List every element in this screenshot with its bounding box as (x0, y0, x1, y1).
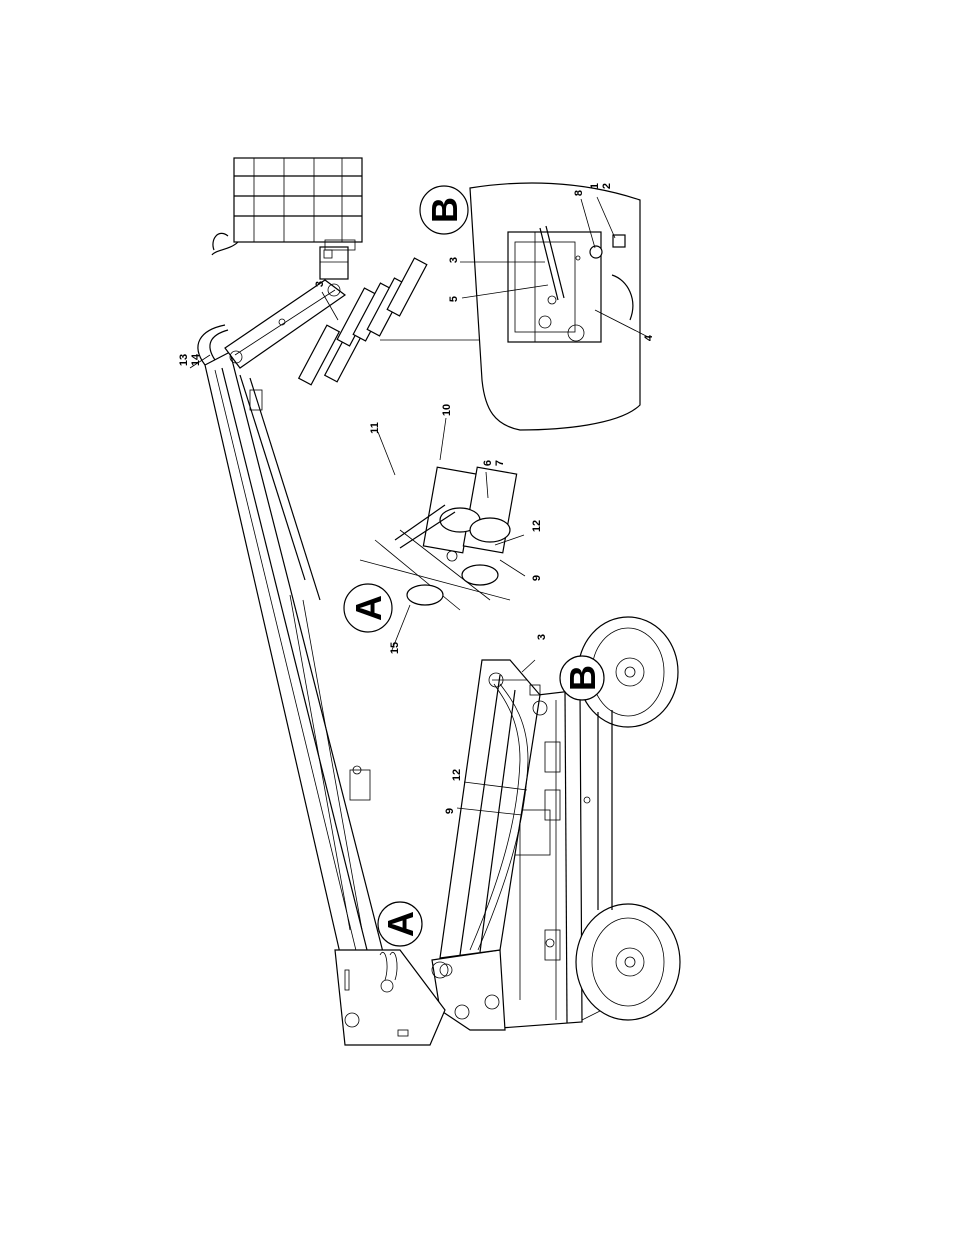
rotator (320, 247, 348, 279)
callout-12-detail-a: 12 (531, 520, 543, 532)
callout-10: 10 (441, 404, 453, 416)
callout-1: 1 (589, 183, 601, 189)
callout-3-main: 3 (536, 634, 548, 640)
callout-3-detail-a: 3 (314, 281, 326, 287)
detail-b-ref-label: B (562, 665, 603, 691)
callout-8: 8 (573, 190, 585, 196)
callout-4: 4 (643, 334, 655, 341)
callout-11: 11 (369, 422, 381, 434)
platform-basket (212, 158, 362, 255)
detail-a-ref-label: A (380, 911, 421, 937)
callout-14: 14 (190, 353, 202, 366)
detail-b-view (470, 183, 640, 430)
callout-13: 13 (178, 354, 190, 366)
detail-marker-a-small: A (378, 902, 422, 946)
callout-7: 7 (494, 460, 506, 466)
rear-wheel (576, 904, 680, 1020)
detail-marker-b-large: B (420, 186, 468, 234)
callout-5: 5 (448, 296, 460, 302)
callout-2: 2 (601, 183, 613, 189)
detail-marker-b-small: B (560, 656, 604, 700)
callout-12-main: 12 (451, 769, 463, 781)
callout-6: 6 (482, 460, 494, 466)
detail-a-label: A (348, 595, 389, 621)
detail-marker-a-large: A (344, 584, 392, 632)
callout-9-main: 9 (444, 808, 456, 814)
wheel-axle-frame (598, 710, 612, 910)
callout-9-detail-a: 9 (531, 575, 543, 581)
callout-15: 15 (389, 642, 401, 654)
callout-3-detail-b: 3 (448, 257, 460, 263)
detail-b-label: B (424, 197, 465, 223)
